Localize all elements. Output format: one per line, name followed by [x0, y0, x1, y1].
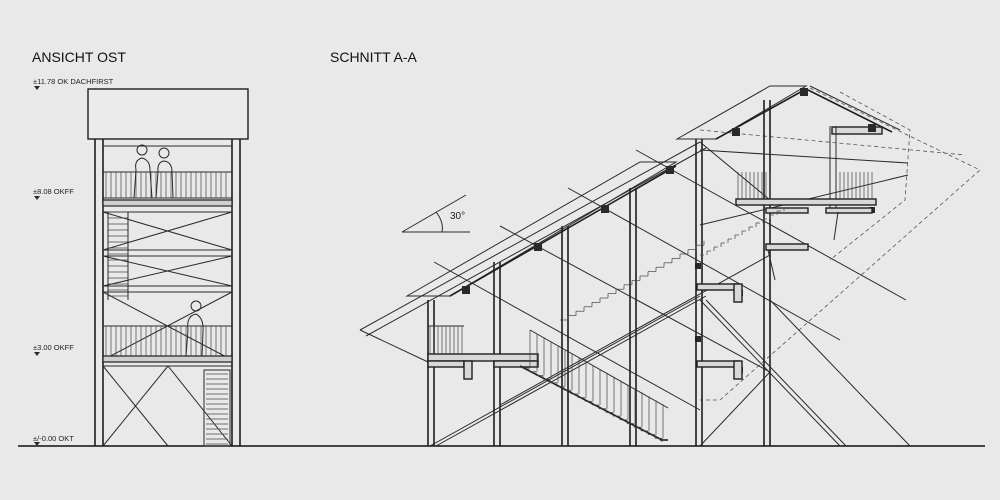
east-elevation-title: ANSICHT OST: [32, 49, 126, 65]
section-lower-stair: [519, 329, 669, 442]
mid-landing: [696, 283, 743, 380]
east-elevation: [87, 88, 249, 447]
angle-arc-icon: [435, 211, 443, 233]
level-label-upper: ±8.08 OKFF: [33, 187, 74, 196]
level-marker-icon: [34, 196, 40, 200]
section-hidden-stair: [700, 207, 785, 256]
level-markers: ±11.78 OK DACHFIRST ±8.08 OKFF ±3.00 OKF…: [33, 77, 114, 446]
elevation-lower-stair: [206, 373, 228, 445]
roof-angle-label: 30°: [450, 211, 465, 222]
section-view: [359, 85, 981, 447]
section-upper-stair: [560, 240, 705, 321]
level-label-ground: ±/-0.00 OKT: [33, 434, 74, 443]
lower-platform: [427, 325, 539, 380]
rafter-connections: [462, 88, 876, 375]
level-label-ridge: ±11.78 OK DACHFIRST: [33, 77, 114, 86]
human-figure-icon: [133, 144, 204, 357]
section-roofs: [405, 85, 901, 297]
level-label-middle: ±3.00 OKFF: [33, 343, 74, 352]
level-marker-icon: [34, 352, 40, 356]
level-marker-icon: [34, 442, 40, 446]
level-marker-icon: [34, 86, 40, 90]
upper-railing: [102, 171, 233, 207]
upper-platform: [735, 172, 877, 281]
middle-railing: [102, 325, 233, 363]
elevation-roof: [87, 88, 249, 140]
roof-angle-indicator: 30°: [401, 194, 470, 233]
section-title: SCHNITT A-A: [330, 49, 418, 65]
elevation-stair-treads: [107, 211, 129, 300]
